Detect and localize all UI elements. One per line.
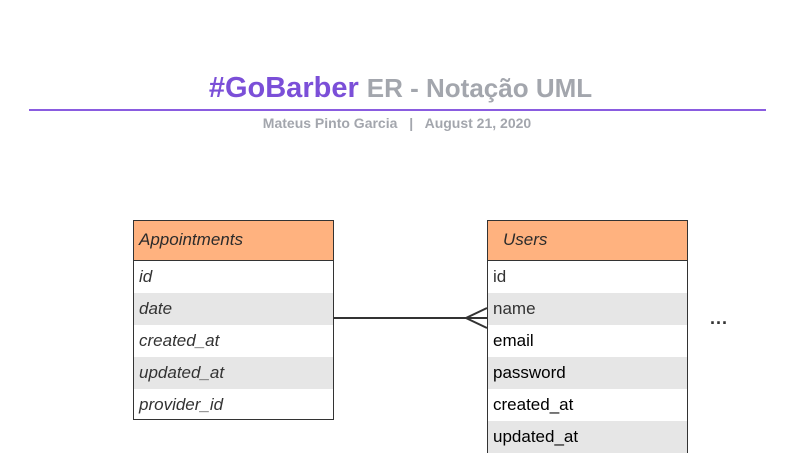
field-row: updated_at	[134, 357, 333, 389]
field-row: created_at	[493, 395, 574, 414]
diagram-title: #GoBarber ER - Notação UML	[0, 70, 801, 106]
field-row: date	[134, 293, 333, 325]
crows-foot-icon	[463, 307, 488, 329]
byline-separator: |	[409, 115, 414, 131]
entity-users[interactable]: Users id name email password created_at …	[487, 220, 688, 453]
field-row: updated_at	[488, 421, 687, 453]
field-row: created_at	[139, 331, 220, 350]
field-row: email	[493, 331, 534, 350]
field-row: id	[493, 267, 507, 286]
entity-users-header: Users	[488, 221, 687, 261]
more-entities-indicator: ...	[710, 308, 729, 328]
diagram-date: August 21, 2020	[424, 115, 532, 131]
author-name: Mateus Pinto Garcia	[262, 115, 398, 131]
brand-title: #GoBarber	[208, 72, 359, 104]
entity-appointments[interactable]: Appointments id date created_at updated_…	[133, 220, 334, 420]
field-row: provider_id	[139, 395, 224, 414]
diagram-byline: Mateus Pinto Garcia | August 21, 2020	[0, 114, 794, 132]
field-row: password	[488, 357, 687, 389]
entity-appointments-header: Appointments	[134, 221, 333, 261]
field-row: id	[139, 267, 153, 286]
title-divider	[29, 109, 766, 111]
title-subtext: ER - Notação UML	[366, 73, 593, 103]
field-row: name	[488, 293, 687, 325]
